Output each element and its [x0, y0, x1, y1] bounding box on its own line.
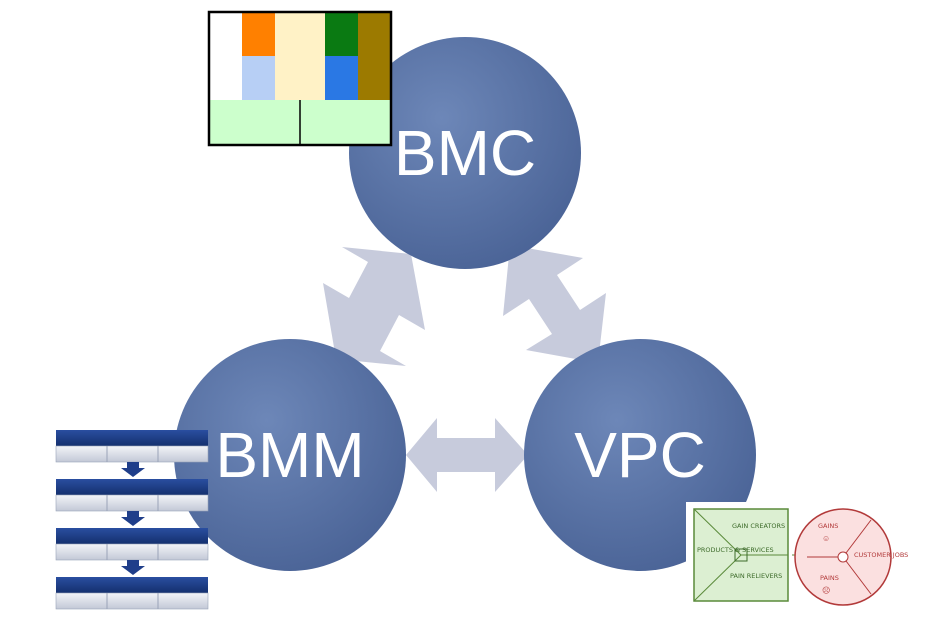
vpc-label: VPC — [574, 419, 706, 491]
bmm-label: BMM — [215, 419, 364, 491]
gift-icon — [734, 548, 748, 562]
vpc-gain-creators: GAIN CREATORS — [732, 522, 785, 530]
sad-face-icon: ☹ — [822, 586, 830, 595]
arrow-bmm-vpc — [406, 418, 528, 492]
vpc-pain-relievers: PAIN RELIEVERS — [730, 572, 782, 580]
vpc-canvas-thumbnail: GAIN CREATORS PRODUCTS & SERVICES PAIN R… — [686, 502, 908, 606]
vpc-customer-jobs: CUSTOMER JOBS — [854, 551, 908, 559]
down-arrow-icon — [121, 511, 145, 526]
vpc-pains: PAINS — [820, 574, 839, 582]
bmc-circle — [349, 37, 581, 269]
vpc-products-services: PRODUCTS & SERVICES — [697, 546, 774, 554]
vpc-gains: GAINS — [818, 522, 838, 530]
bmc-label: BMC — [394, 117, 536, 189]
node-bmc[interactable]: BMC — [349, 37, 581, 269]
bmm-process-stack — [55, 430, 209, 610]
down-arrow-icon — [121, 560, 145, 575]
bmm-circle — [174, 339, 406, 571]
happy-face-icon: ☺ — [822, 534, 830, 543]
arrow-bmc-vpc — [503, 245, 606, 363]
bmc-canvas-thumbnail — [207, 10, 393, 147]
arrow-bmc-bmm — [323, 247, 425, 366]
down-arrow-icon — [121, 462, 145, 477]
node-bmm[interactable]: BMM — [174, 339, 406, 571]
